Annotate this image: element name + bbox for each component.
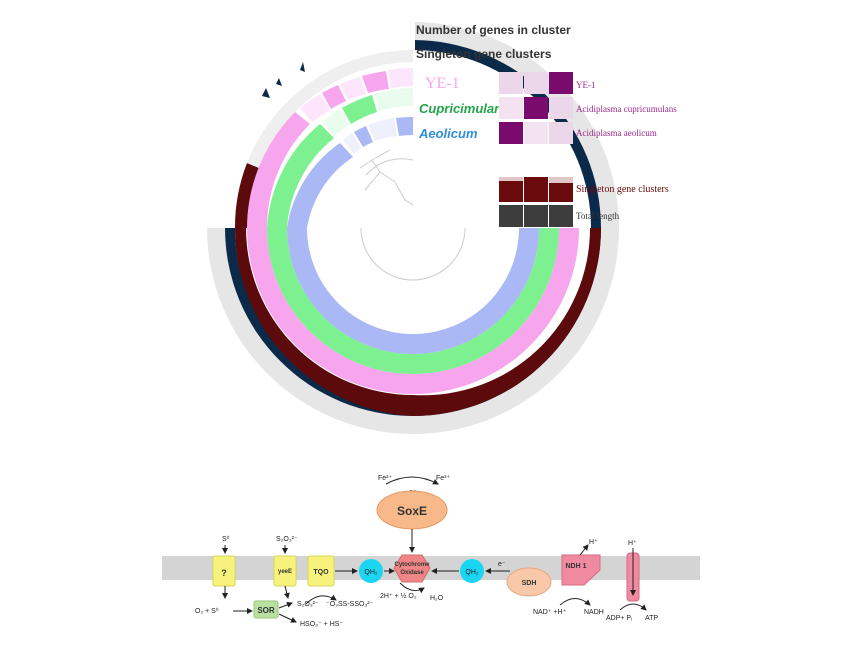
- singleton-bar: [499, 181, 523, 202]
- qh2-right-node: [460, 559, 484, 583]
- fe-arrow: [385, 476, 439, 485]
- qh2-left-node: [359, 559, 383, 583]
- ring-gap: [413, 18, 415, 228]
- cupri-ring: [267, 124, 559, 374]
- yeee-arrow: [283, 585, 290, 599]
- layer-label-genes: Number of genes in cluster: [416, 23, 571, 37]
- sdh-node: [506, 567, 552, 597]
- singleton-bar: [524, 177, 548, 202]
- singleton-ring-left: [234, 163, 259, 228]
- atp-label: ATP: [645, 615, 658, 622]
- heatmap-cell: [499, 72, 523, 94]
- ye1-top-segments: [300, 68, 413, 122]
- heatmap-cell: [524, 122, 548, 144]
- pangenome-circle: [207, 18, 619, 434]
- cyt-arrow: [399, 582, 425, 594]
- ndh-h-arrow: [579, 544, 589, 556]
- summary-bars: [499, 177, 573, 227]
- sor-arrow-1: [278, 601, 293, 609]
- fe3-label: Fe³⁺: [436, 475, 451, 482]
- genome-label-ye1: YE-1: [425, 75, 460, 92]
- sor-label: SOR: [257, 606, 275, 615]
- membrane: [162, 556, 700, 580]
- ossso-label: ⁻O₃SS-SSO₃²⁻: [326, 601, 374, 608]
- adp-label: ADP+ Pᵢ: [606, 615, 632, 622]
- tqo-reaction-arrow: [305, 594, 337, 605]
- cytochrome-oxidase-node: [393, 554, 431, 583]
- metabolic-pathway: Fe²⁺ Fe³⁺ e⁻ SoxE Cytochrome Oxidase 2H⁺…: [162, 475, 700, 628]
- heatmap-cell: [524, 72, 548, 94]
- o2-s0-label: O₂ + S⁰: [195, 607, 219, 615]
- e-right-label: e⁻: [498, 561, 506, 568]
- heatmap-cell: [549, 122, 573, 144]
- heatmap-cell: [549, 72, 573, 94]
- tqo-label: TQO: [313, 569, 329, 576]
- ani-heatmap: [499, 72, 573, 144]
- ye1-ring: [247, 112, 579, 394]
- s0-top-label: S⁰: [222, 535, 230, 543]
- heatmap-cell: [499, 97, 523, 119]
- heatmap-cell: [549, 97, 573, 119]
- heatmap-label-aeolicum: Acidiplasma aeolicum: [576, 128, 657, 138]
- total-length-bar: [549, 205, 573, 227]
- layer-label-singleton: Singleton gene clusters: [416, 47, 552, 61]
- singleton-bar-bg: [549, 177, 573, 183]
- h2o-eq-label: 2H⁺ + ½ O₂: [380, 592, 417, 600]
- unknown-transporter-label: ?: [221, 568, 227, 578]
- qh2-left-label: QH₂: [364, 569, 378, 576]
- heatmap-label-cupri: Acidiplasma cupricumulans: [576, 104, 677, 114]
- s2o3-top-label: S₂O₃²⁻: [276, 536, 298, 543]
- heatmap-label-ye1: YE-1: [576, 80, 596, 90]
- sor-arrow-2: [278, 613, 297, 623]
- tqo-node: [307, 555, 335, 587]
- unknown-transporter-node: [212, 555, 236, 587]
- hso3-label: HSO₃⁻ + HS⁻: [300, 621, 343, 628]
- s2o3-bottom-label: S₂O₃²⁻: [297, 601, 319, 608]
- sor-node: [253, 600, 279, 619]
- heatmap-cell: [499, 122, 523, 144]
- gene-count-spikes: [262, 62, 305, 98]
- atp-h-label: H⁺: [628, 540, 637, 547]
- h2o-label: H₂O: [430, 595, 444, 602]
- singleton-bar-bg: [499, 177, 523, 181]
- nad-label: NAD⁺ +H⁺: [533, 609, 567, 616]
- nadh-label: NADH: [584, 609, 604, 616]
- bar-label-total: Total length: [576, 211, 620, 221]
- fe2-label: Fe²⁺: [378, 475, 393, 482]
- ndh-h-label: H⁺: [589, 539, 598, 546]
- cupri-top-segments: [322, 88, 413, 136]
- bar-label-singleton: Singleton gene clusters: [576, 184, 669, 195]
- ndh1-label: NDH 1: [565, 563, 586, 570]
- total-length-bar: [499, 205, 523, 227]
- sdh-label: SDH: [522, 580, 537, 587]
- genome-label-aeolicum: Aeolicum: [418, 126, 478, 141]
- yeee-label: yeeE: [278, 569, 292, 575]
- qh2-right-label: QH₂: [465, 569, 479, 576]
- soxe-label: SoxE: [397, 504, 427, 518]
- singleton-ring-light: [247, 49, 413, 168]
- ndh1-node: [561, 554, 601, 586]
- singleton-bar: [549, 183, 573, 202]
- dendrogram: [359, 149, 466, 281]
- ndh-nad-arrow: [559, 598, 591, 606]
- genome-label-cupri: Cupricimulans: [419, 101, 509, 116]
- total-length-bar: [524, 205, 548, 227]
- heatmap-cell: [524, 97, 548, 119]
- cyt-label-1: Cytochrome: [394, 562, 430, 568]
- aeolicum-top-segments: [343, 116, 413, 154]
- atp-arrow: [619, 603, 647, 611]
- cyt-label-2: Oxidase: [400, 570, 424, 576]
